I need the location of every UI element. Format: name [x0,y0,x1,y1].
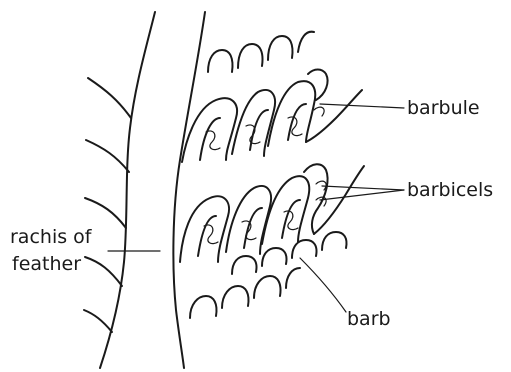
leader-lines [108,104,404,312]
label-barbicels: barbicels [407,179,493,201]
label-rachis-line2: feather [12,253,81,275]
barbicels-leader-2 [320,190,404,200]
left-barbs [84,78,131,332]
upper-hooks [208,32,314,72]
label-barb: barb [347,308,391,330]
label-barbule: barbule [407,97,480,119]
middle-barb [180,164,328,262]
label-rachis-line1: rachis of [10,226,91,248]
barbule-leader [320,104,404,108]
barbicels-leader-1 [322,186,404,190]
upper-barb [182,70,328,163]
barb-leader [300,258,346,312]
lower-hooks [190,232,347,318]
